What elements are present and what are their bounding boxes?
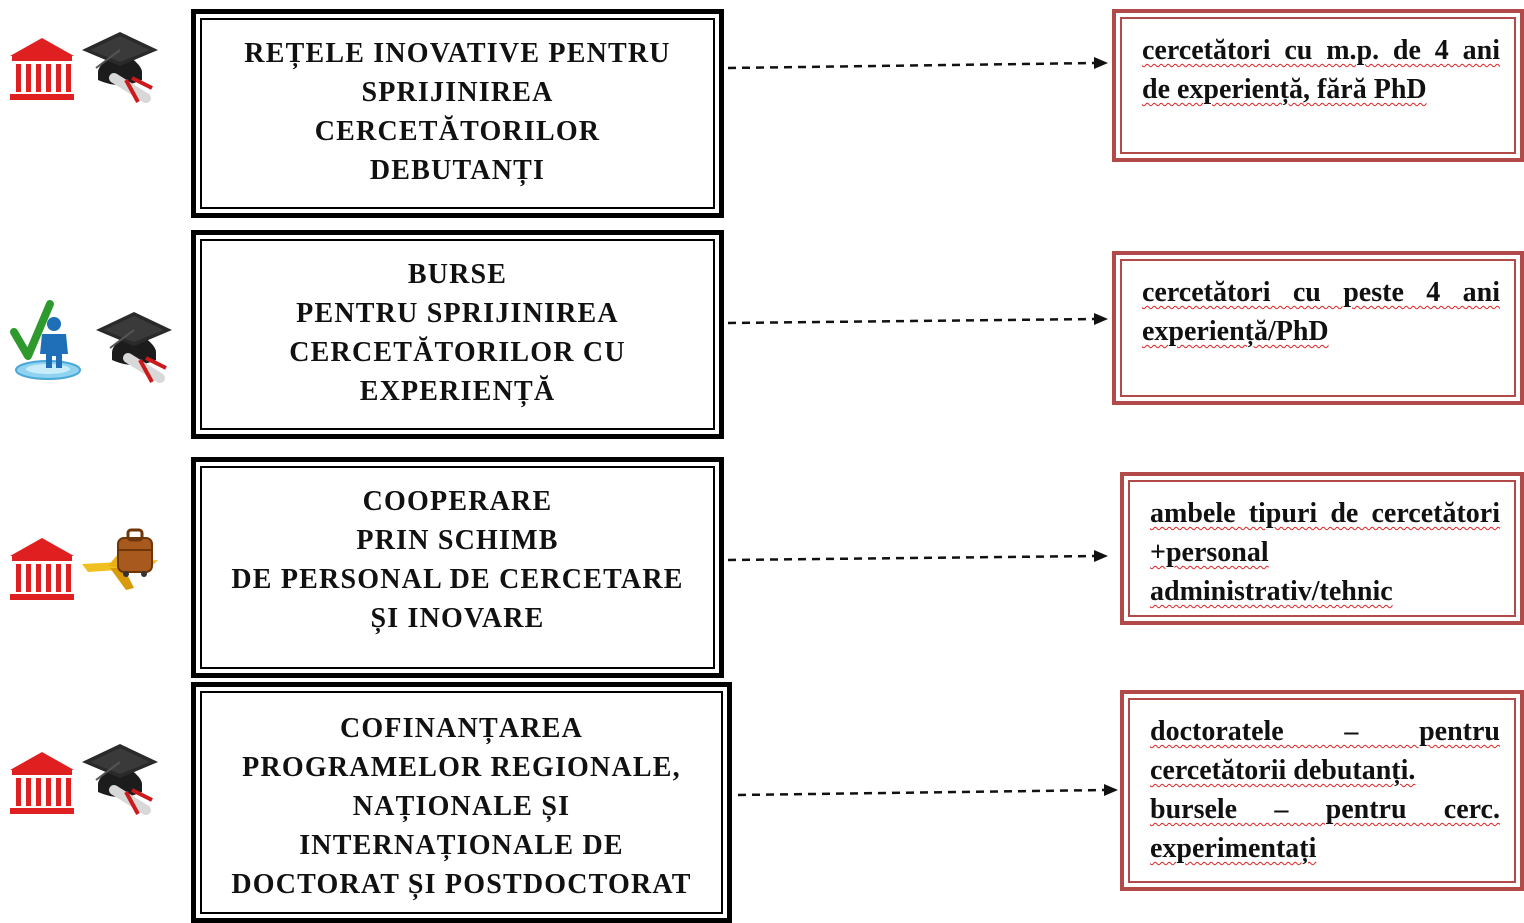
program-title-line: COFINANȚAREA xyxy=(339,713,584,744)
description-box-3: ambele tipuri de cercetători +personal a… xyxy=(1120,472,1524,625)
description-box-1: cercetători cu m.p. de 4 ani de experien… xyxy=(1112,9,1524,162)
description-line: cercetători cu m.p. de 4 ani xyxy=(1142,35,1500,66)
program-box-2: BURSE PENTRU SPRIJINIREA CERCETĂTORILOR … xyxy=(191,230,724,439)
program-box-1: REȚELE INOVATIVE PENTRU SPRIJINIREA CERC… xyxy=(191,9,724,218)
institution-icon xyxy=(10,538,74,600)
program-title-line: PRIN SCHIMB xyxy=(356,525,559,556)
dashed-arrow xyxy=(737,784,1118,797)
program-title-line: DOCTORAT ȘI POSTDOCTORAT xyxy=(231,869,692,900)
program-box-3: COOPERARE PRIN SCHIMB DE PERSONAL DE CER… xyxy=(191,457,724,678)
description-line: +personal xyxy=(1150,537,1269,568)
description-line: cercetătorii debutanți. xyxy=(1150,755,1416,786)
description-line: bursele – pentru cerc. xyxy=(1150,794,1500,825)
graduation-cap-icon xyxy=(96,312,172,383)
program-title-line: PENTRU SPRIJINIREA xyxy=(296,298,619,329)
person-checkmark-icon xyxy=(10,300,81,380)
program-title-line: INTERNAȚIONALE DE xyxy=(299,830,624,861)
description-line: doctoratele – pentru xyxy=(1150,716,1500,747)
program-title-line: SPRIJINIREA xyxy=(361,77,554,108)
program-title-line: DE PERSONAL DE CERCETARE xyxy=(231,564,684,595)
dashed-arrow xyxy=(727,313,1108,325)
description-line: experiență/PhD xyxy=(1142,316,1329,347)
description-box-4: doctoratele – pentru cercetătorii debuta… xyxy=(1120,690,1524,891)
program-title-line: BURSE xyxy=(407,259,508,290)
graduation-cap-icon xyxy=(82,32,158,103)
program-title-line: ȘI INOVARE xyxy=(370,603,545,634)
travel-suitcase-icon xyxy=(82,528,158,590)
description-box-2: cercetători cu peste 4 ani experiență/Ph… xyxy=(1112,251,1524,405)
institution-icon xyxy=(10,38,74,100)
program-title-line: PROGRAMELOR REGIONALE, xyxy=(242,752,681,783)
program-title-line: COOPERARE xyxy=(362,486,553,517)
dashed-arrow xyxy=(727,57,1108,70)
institution-icon xyxy=(10,752,74,814)
description-line: cercetători cu peste 4 ani xyxy=(1142,277,1500,308)
description-line: administrativ/tehnic xyxy=(1150,576,1393,607)
description-line: experimentați xyxy=(1150,833,1317,864)
description-line: de experiență, fără PhD xyxy=(1142,74,1427,105)
dashed-arrow xyxy=(727,550,1108,562)
program-title-line: CERCETĂTORILOR xyxy=(314,116,601,147)
program-box-4: COFINANȚAREA PROGRAMELOR REGIONALE, NAȚI… xyxy=(191,682,732,923)
description-line: ambele tipuri de cercetători xyxy=(1150,498,1500,529)
graduation-cap-icon xyxy=(82,744,158,815)
program-title-line: NAȚIONALE ȘI xyxy=(352,791,571,822)
program-title-line: EXPERIENȚĂ xyxy=(359,376,556,407)
program-title-line: CERCETĂTORILOR CU xyxy=(289,337,626,368)
program-title-line: DEBUTANȚI xyxy=(369,155,546,186)
program-title-line: REȚELE INOVATIVE PENTRU xyxy=(244,38,671,69)
